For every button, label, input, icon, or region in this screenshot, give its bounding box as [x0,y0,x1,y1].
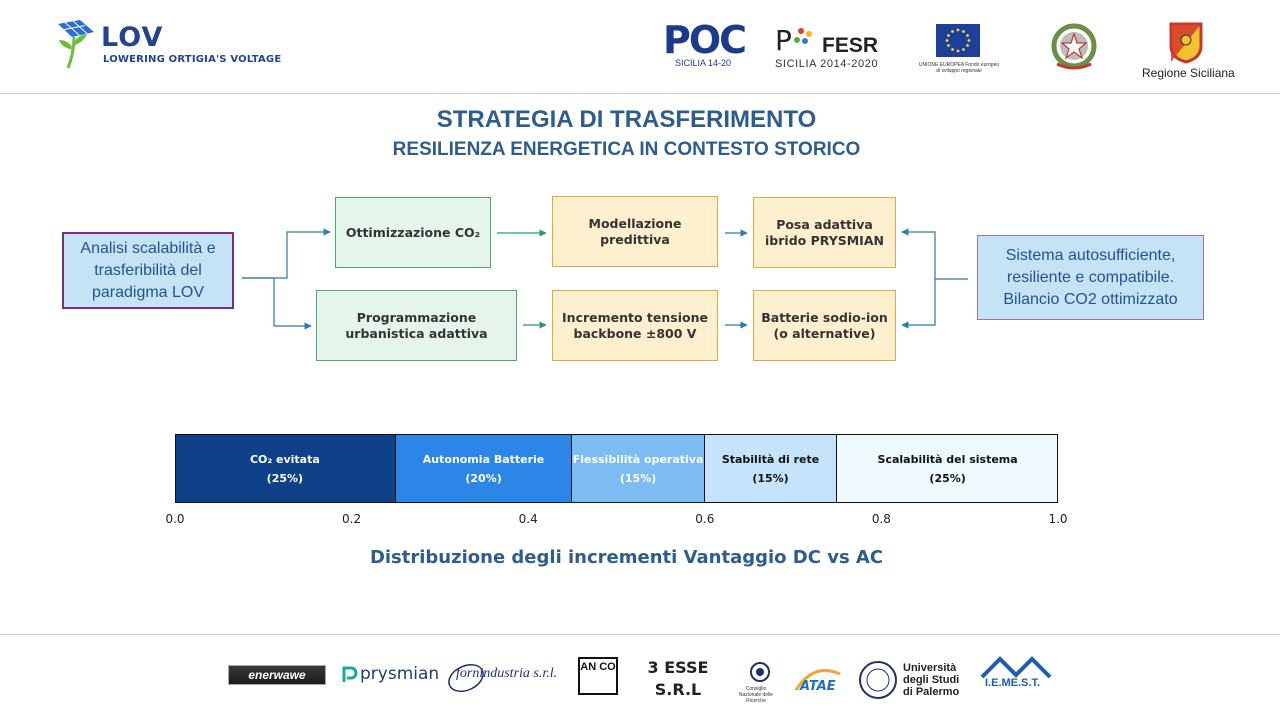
page-subtitle: RESILIENZA ENERGETICA IN CONTESTO STORIC… [392,139,861,160]
unipa-logo: Università degli Studi di Palermo [903,662,959,698]
solar-plant-icon [58,20,94,69]
bar-segment-value: (25%) [929,471,966,485]
unipa-line3: di Palermo [903,686,960,698]
bar-segment-value: (15%) [752,471,789,485]
autonomous-system-box: Sistema autosufficiente, resiliente e co… [977,235,1204,320]
iemest-logo: I.E.ME.S.T. [985,677,1041,689]
co2-optimization-box: Ottimizzazione CO₂ [335,197,491,268]
header-divider [0,93,1280,94]
x-tick-label: 0.6 [695,512,715,526]
sodium-ion-batteries-box: Batterie sodio-ion (o alternative) [753,290,896,361]
adaptive-laying-box: Posa adattiva ibrido PRYSMIAN [753,197,896,268]
voltage-increase-box: Incremento tensione backbone ±800 V [552,290,718,361]
scalability-analysis-box: Analisi scalabilità e trasferibilità del… [62,232,234,309]
unipa-line2: degli Studi [903,674,960,686]
fesr-subtitle: SICILIA 2014-2020 [775,58,879,70]
chart-caption: Distribuzione degli incrementi Vantaggio… [369,547,884,568]
footer-divider [0,634,1280,635]
enerwawe-logo: enerwawe [228,665,326,685]
bar-segment-label: Flessibilità operativa [572,452,704,466]
predictive-modeling-box: Modellazione predittiva [552,196,718,267]
svg-text:P: P [775,24,792,54]
urban-planning-box: Programmazione urbanistica adattiva [316,290,517,361]
bar-segment-value: (15%) [619,471,657,485]
bar-segment-label: CO₂ evitata [249,452,320,466]
cnr-mark-icon [748,660,772,684]
fornindustria-mark-icon [446,656,486,696]
fesr-mark-icon: P [775,24,821,57]
lov-subtitle: LOWERING ORTIGIA'S VOLTAGE [103,54,282,65]
tre-esse-logo: 3 ESSE S.R.L [640,657,716,701]
cnr-logo: Consiglio Nazionale delle Ricerche [738,686,774,704]
bar-segment-0: CO₂ evitata (25%) [175,435,396,502]
poc-subtitle: SICILIA 14-20 [675,58,732,68]
eu-caption: UNIONE EUROPEA Fondo europeo di sviluppo… [918,62,1000,74]
prysmian-logo: prysmian [360,664,440,684]
eu-flag-icon [936,24,980,57]
anco-logo: AN CO [578,657,618,695]
atae-logo-icon: ATAE [794,664,842,694]
iemest-mark-icon [978,655,1054,679]
bar-segment-label: Autonomia Batterie [422,452,545,466]
bar-segment-4: Scalabilità del sistema (25%) [837,435,1058,502]
tre-esse-line1: 3 ESSE [647,658,709,677]
x-tick-label: 1.0 [1048,512,1068,526]
italian-emblem-icon [1049,22,1099,74]
prysmian-mark-icon [340,664,358,684]
x-tick-label: 0.8 [871,512,891,526]
bar-segment-2: Flessibilità operativa (15%) [572,435,705,502]
lov-logo [54,18,98,70]
unipa-seal-icon [858,660,898,700]
svg-text:ATAE: ATAE [799,679,836,694]
poc-logo: POC [663,18,747,62]
lov-title: LOV [101,22,164,53]
regione-label: Regione Siciliana [1142,66,1235,80]
unipa-line1: Università [903,662,957,674]
fesr-logo: FESR [822,34,879,57]
page-title: STRATEGIA DI TRASFERIMENTO [436,106,817,133]
fornindustria-logo: fornindustria s.r.l. [456,666,558,681]
x-tick-label: 0.2 [342,512,362,526]
bar-segment-value: (25%) [266,471,304,485]
sicily-shield-icon [1169,22,1203,64]
tre-esse-line2: S.R.L [654,680,702,699]
bar-segment-value: (20%) [465,471,502,485]
x-tick-label: 0.4 [518,512,538,526]
bar-segment-3: Stabilità di rete (15%) [704,435,838,502]
bar-segment-1: Autonomia Batterie (20%) [395,435,573,502]
x-tick-label: 0.0 [165,512,185,526]
bar-segment-label: Stabilità di rete [721,452,820,466]
bar-segment-label: Scalabilità del sistema [877,452,1018,466]
